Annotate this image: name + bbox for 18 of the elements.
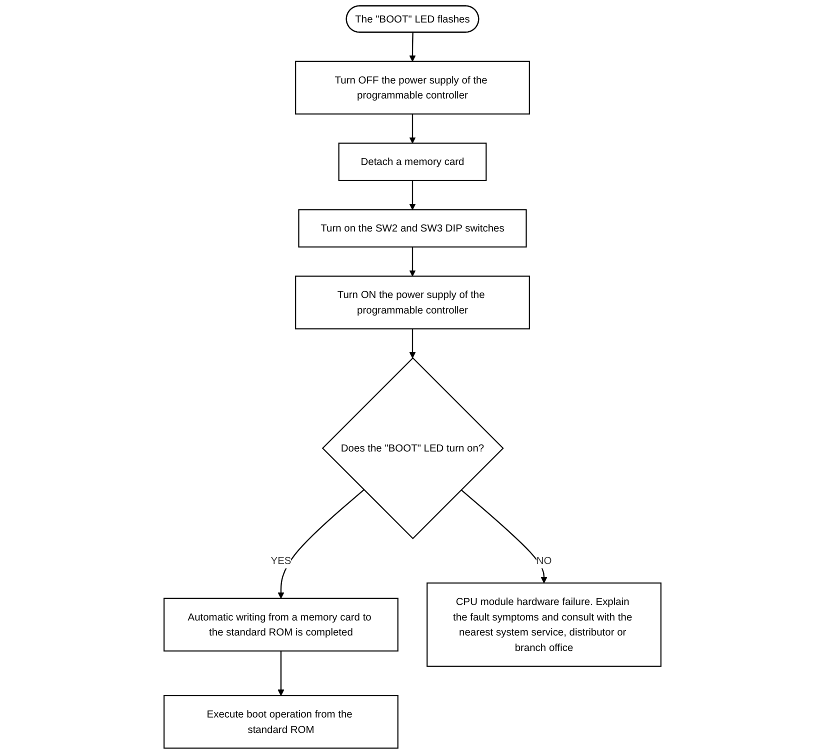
arrow [409, 114, 416, 144]
arrow [460, 489, 548, 584]
node-box: Execute boot operation from the standard ROM [164, 695, 398, 749]
edge-label: NO [536, 554, 552, 566]
arrow [409, 328, 416, 358]
node-box: Detach a memory card [338, 142, 487, 182]
arrow [409, 246, 416, 276]
node-box: Turn ON the power supply of the programmable controller [295, 276, 530, 330]
arrow [409, 180, 416, 210]
edge-label: YES [270, 554, 292, 566]
node-diamond: Does the "BOOT" LED turn on? [322, 357, 504, 540]
arrow [278, 650, 284, 696]
arrow [409, 32, 416, 62]
node-box: CPU module hardware failure. Explain the fault symptoms and consult with the nearest system service, distributor or branch office [426, 582, 662, 667]
node-box: Turn on the SW2 and SW3 DIP switches [298, 209, 527, 248]
node-box: Automatic writing from a memory card to the standard ROM is completed [164, 598, 398, 652]
arrow [278, 489, 364, 599]
node-box: Turn OFF the power supply of the programmable controller [295, 60, 530, 115]
